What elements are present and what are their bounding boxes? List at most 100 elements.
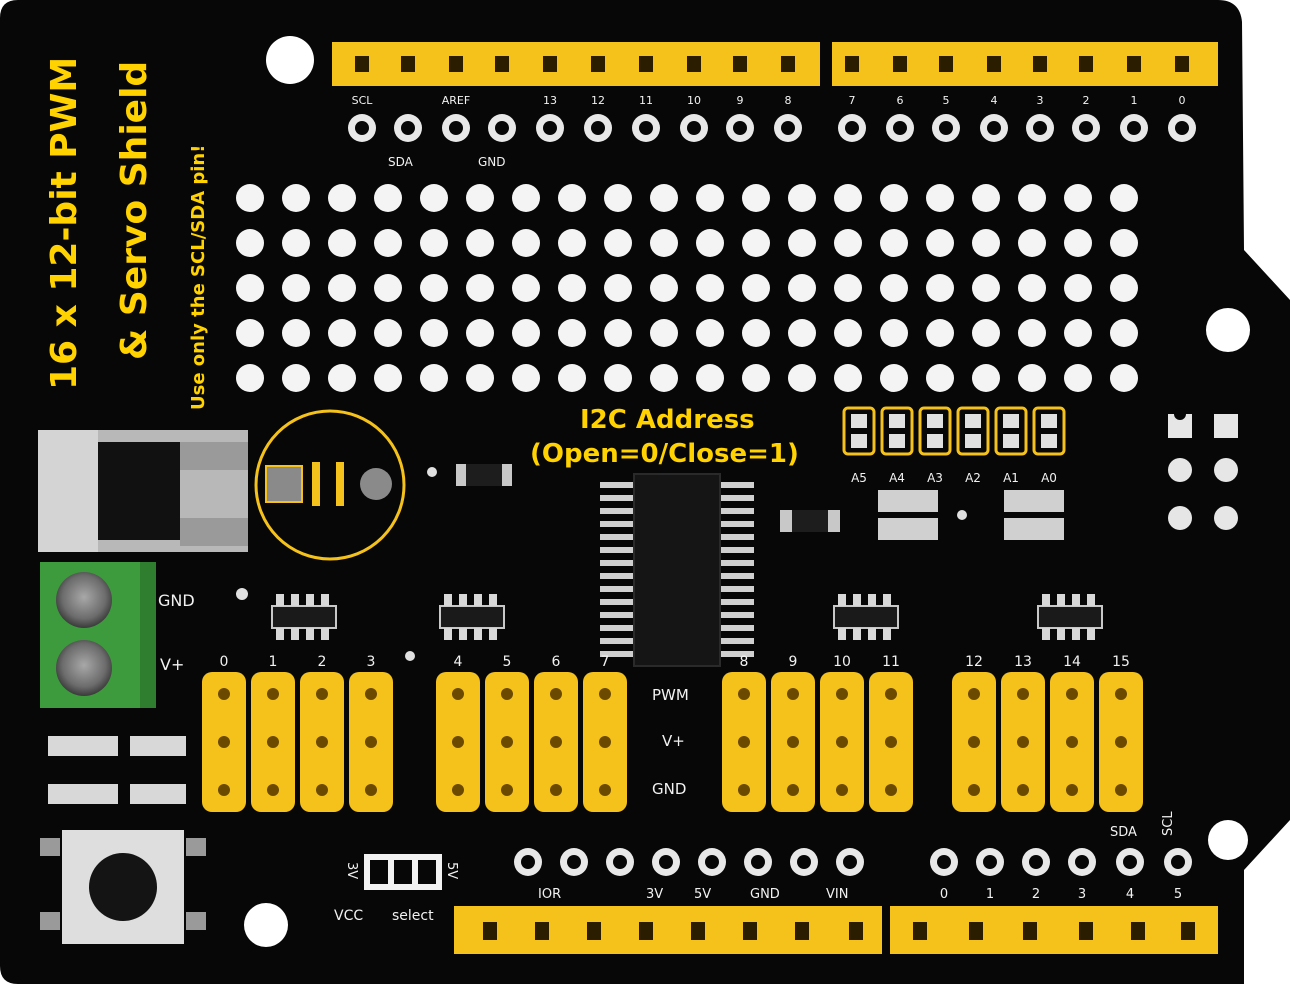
proto-hole [466,364,494,392]
bottom-label-scl: SCL [1161,811,1176,836]
proto-hole [466,274,494,302]
servo-channel-label: 0 [220,654,229,670]
header-pin [939,56,953,72]
bottom-header-pins [483,922,1195,940]
address-pad[interactable] [880,406,914,456]
proto-hole [282,274,310,302]
proto-hole [972,184,1000,212]
top-header-label: 3 [1037,94,1044,107]
pwm-driver-chip [600,473,754,667]
address-pad[interactable] [1032,406,1066,456]
address-pad[interactable] [918,406,952,456]
proto-hole [512,364,540,392]
proto-hole [696,319,724,347]
proto-hole [374,184,402,212]
top-header-pins [355,56,1189,72]
servo-channel-label: 13 [1014,654,1032,670]
proto-hole [880,364,908,392]
address-pad[interactable] [994,406,1028,456]
header-pin [1079,922,1093,940]
servo-channel-label: 10 [833,654,851,670]
proto-hole [834,184,862,212]
header-pin [1079,56,1093,72]
proto-hole [1018,229,1046,257]
voltage-select-jumper[interactable] [364,854,442,890]
top-header-label: 5 [943,94,950,107]
header-pin [969,922,983,940]
proto-hole [236,364,264,392]
resistor-array [833,605,899,629]
servo-row-label-gnd: GND [652,780,686,798]
proto-hole [696,184,724,212]
header-pin [1131,922,1145,940]
top-header-label: AREF [442,94,470,107]
servo-channel-label: 12 [965,654,983,670]
proto-hole [788,184,816,212]
vcc-label: VCC [334,908,363,924]
proto-hole [834,229,862,257]
proto-hole [742,229,770,257]
jumper-label-3v: 3V [344,862,359,879]
proto-hole [558,364,586,392]
proto-hole [466,184,494,212]
icsp-pads [1168,408,1238,530]
address-pad-label: A1 [1003,471,1019,485]
bottom-label-5v: 5V [694,887,711,902]
top-header-label: 2 [1083,94,1090,107]
proto-hole [558,184,586,212]
proto-hole [1064,274,1092,302]
proto-hole [742,274,770,302]
servo-channel-label: 2 [318,654,327,670]
proto-hole [742,184,770,212]
proto-hole [926,274,954,302]
address-pad-label: A0 [1041,471,1057,485]
address-pad-label: A4 [889,471,905,485]
header-pin [495,56,509,72]
servo-row-label-pwm: PWM [652,686,689,704]
top-header-right [832,42,1218,86]
address-pad[interactable] [842,406,876,456]
header-pin [987,56,1001,72]
proto-hole [834,364,862,392]
proto-hole [558,274,586,302]
proto-hole [604,274,632,302]
header-pin [535,922,549,940]
servo-channel-label: 1 [269,654,278,670]
top-header-label: 7 [849,94,856,107]
proto-hole [282,364,310,392]
proto-hole [880,229,908,257]
top-header-label: 1 [1131,94,1138,107]
servo-row-label-vplus: V+ [662,732,685,750]
header-pin [449,56,463,72]
mounting-hole-right [1206,308,1250,352]
proto-hole [558,229,586,257]
top-header-label: 12 [591,94,605,107]
proto-hole [282,229,310,257]
resistor-array [271,605,337,629]
proto-hole [1110,184,1138,212]
top-header-label: SCL [352,94,374,107]
proto-hole [880,319,908,347]
i2c-address-label: I2C Address [580,405,755,435]
servo-channel-label: 9 [789,654,798,670]
board-title-line2: & Servo Shield [114,61,155,360]
servo-channel-label: 15 [1112,654,1130,670]
reset-button[interactable] [40,830,206,944]
top-header-label: 10 [687,94,701,107]
proto-hole [512,229,540,257]
proto-hole [972,229,1000,257]
top-header-label: 0 [1179,94,1186,107]
top-sub-label-sda: SDA [388,155,414,169]
proto-hole [696,274,724,302]
header-pin [743,922,757,940]
proto-hole [558,319,586,347]
header-pin [687,56,701,72]
header-pin [483,922,497,940]
address-pad[interactable] [956,406,990,456]
servo-channel-label: 7 [601,654,610,670]
select-label: select [392,908,434,924]
top-header-label: 4 [991,94,998,107]
proto-hole [236,184,264,212]
header-pin [893,56,907,72]
proto-hole [972,319,1000,347]
